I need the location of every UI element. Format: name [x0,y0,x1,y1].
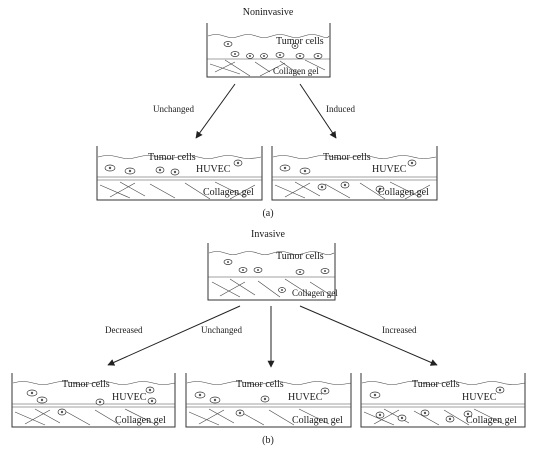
tumor-cells [223,41,323,59]
label-collagen-gel: Collagen gel [273,66,319,76]
panel-b-well-decreased: Tumor cells HUVEC Collagen gel [11,373,176,428]
label-tumor-cells: Tumor cells [412,379,460,390]
panel-b-caption: (b) [262,435,274,446]
label-tumor-cells: Tumor cells [236,379,284,390]
tumor-cells [223,259,330,293]
label-tumor-cells: Tumor cells [323,152,371,163]
panel-b-well-unchanged: Tumor cells HUVEC Collagen gel [185,373,352,428]
label-tumor-cells: Tumor cells [276,36,324,47]
panel-b-heading: Invasive [251,229,285,240]
tumor-cells [369,386,505,423]
label-collagen-gel: Collagen gel [378,187,429,198]
panel-a-well-induced: Tumor cells HUVEC Collagen gel [271,146,438,201]
panel-a-heading: Noninvasive [243,7,294,18]
arrow-induced [299,83,337,139]
panel-a-caption: (a) [262,208,273,219]
panel-b-top-well: Tumor cells Collagen gel [207,243,338,301]
branch-decreased: Decreased [105,325,143,335]
panel-b: Invasive Tumor cells Collagen gel Decrea… [11,229,526,446]
label-collagen-gel: Collagen gel [292,288,338,298]
label-huvec: HUVEC [462,392,497,403]
panel-b-well-increased: Tumor cells HUVEC Collagen gel [360,373,526,428]
panel-a-top-well: Tumor cells Collagen gel [206,23,331,78]
branch-unchanged: Unchanged [153,104,194,114]
arrow-increased [299,305,438,366]
label-collagen-gel: Collagen gel [466,415,517,426]
label-collagen-gel: Collagen gel [292,415,343,426]
label-huvec: HUVEC [112,392,147,403]
label-tumor-cells: Tumor cells [148,152,196,163]
label-collagen-gel: Collagen gel [203,187,254,198]
arrow-decreased [107,305,241,366]
panel-a: Noninvasive Tumor cells Collagen gel U [96,7,438,219]
label-huvec: HUVEC [372,164,407,175]
label-collagen-gel: Collagen gel [115,415,166,426]
tumor-cells [104,159,243,176]
label-tumor-cells: Tumor cells [62,379,110,390]
panel-a-well-unchanged: Tumor cells HUVEC Collagen gel [96,146,263,201]
label-tumor-cells: Tumor cells [276,251,324,262]
branch-induced: Induced [326,104,355,114]
branch-unchanged: Unchanged [201,325,242,335]
label-huvec: HUVEC [196,164,231,175]
branch-increased: Increased [382,325,417,335]
tumor-cells [279,159,417,193]
tumor-cells [194,387,330,417]
tumor-cells [26,386,157,416]
label-huvec: HUVEC [288,392,323,403]
arrow-unchanged [195,83,236,139]
